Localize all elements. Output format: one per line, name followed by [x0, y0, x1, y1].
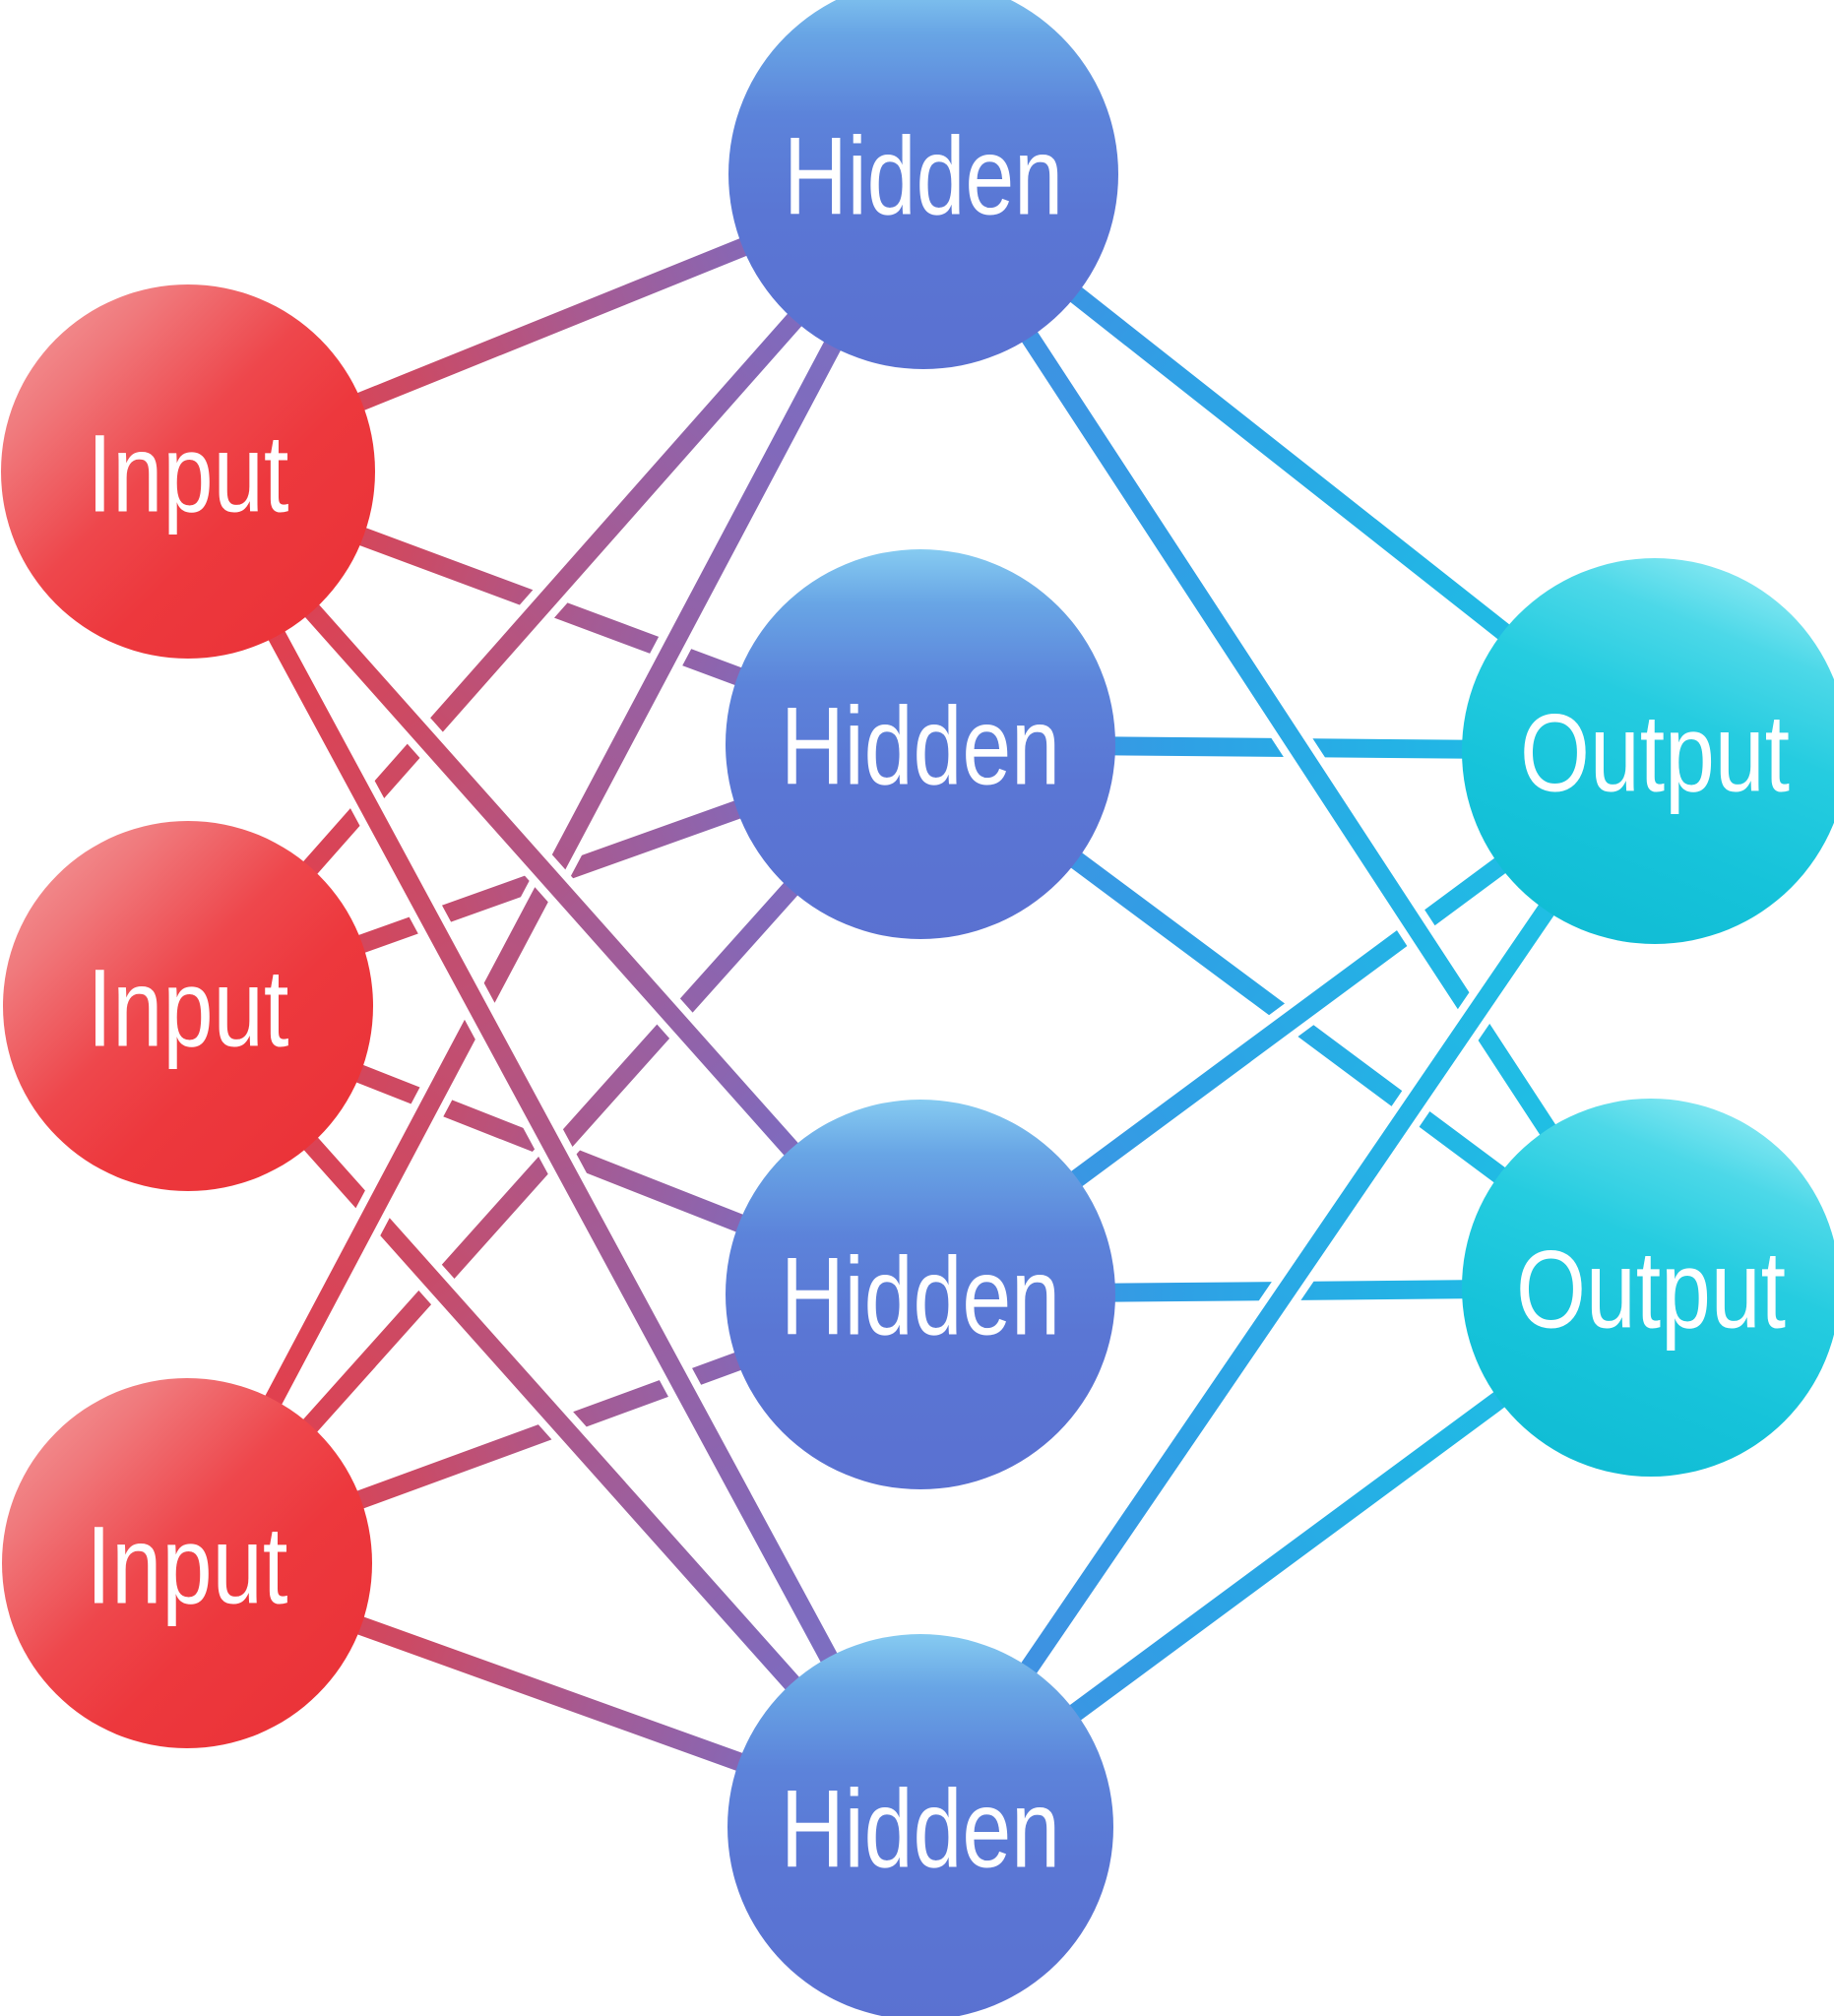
input-node-circle	[3, 821, 373, 1191]
node-input-1: Input	[1, 284, 375, 659]
edge-hidden-1-output-2	[909, 164, 1666, 1297]
input-node-label: Input	[88, 946, 289, 1069]
node-input-3: Input	[2, 1378, 372, 1748]
node-hidden-2: Hidden	[726, 549, 1115, 939]
edges-layer	[171, 158, 1670, 1844]
input-node-circle	[2, 1378, 372, 1748]
hidden-node-circle	[728, 0, 1118, 369]
node-output-2: Output	[1462, 1099, 1834, 1477]
edge-hidden-4-output-1	[906, 741, 1670, 1837]
edge-line	[179, 467, 929, 1832]
node-hidden-1: Hidden	[728, 0, 1118, 369]
hidden-node-circle	[726, 549, 1115, 939]
output-node-label: Output	[1516, 1228, 1786, 1351]
output-node-circle	[1462, 1099, 1834, 1477]
hidden-node-circle	[727, 1634, 1113, 2016]
input-node-circle	[1, 284, 375, 659]
node-hidden-4: Hidden	[727, 1634, 1113, 2016]
edge-line	[916, 168, 1659, 1293]
hidden-node-label: Hidden	[781, 1767, 1060, 1890]
edge-line	[913, 745, 1663, 1833]
hidden-node-label: Hidden	[781, 1234, 1060, 1357]
hidden-node-circle	[726, 1100, 1115, 1489]
input-node-label: Input	[87, 1503, 288, 1626]
output-node-circle	[1462, 558, 1834, 944]
edge-input-1-hidden-4	[172, 463, 936, 1836]
output-node-label: Output	[1520, 691, 1790, 814]
hidden-node-label: Hidden	[781, 684, 1060, 807]
hidden-node-label: Hidden	[784, 114, 1063, 237]
node-input-2: Input	[3, 821, 373, 1191]
input-node-label: Input	[88, 411, 289, 535]
node-output-1: Output	[1462, 558, 1834, 944]
node-hidden-3: Hidden	[726, 1100, 1115, 1489]
